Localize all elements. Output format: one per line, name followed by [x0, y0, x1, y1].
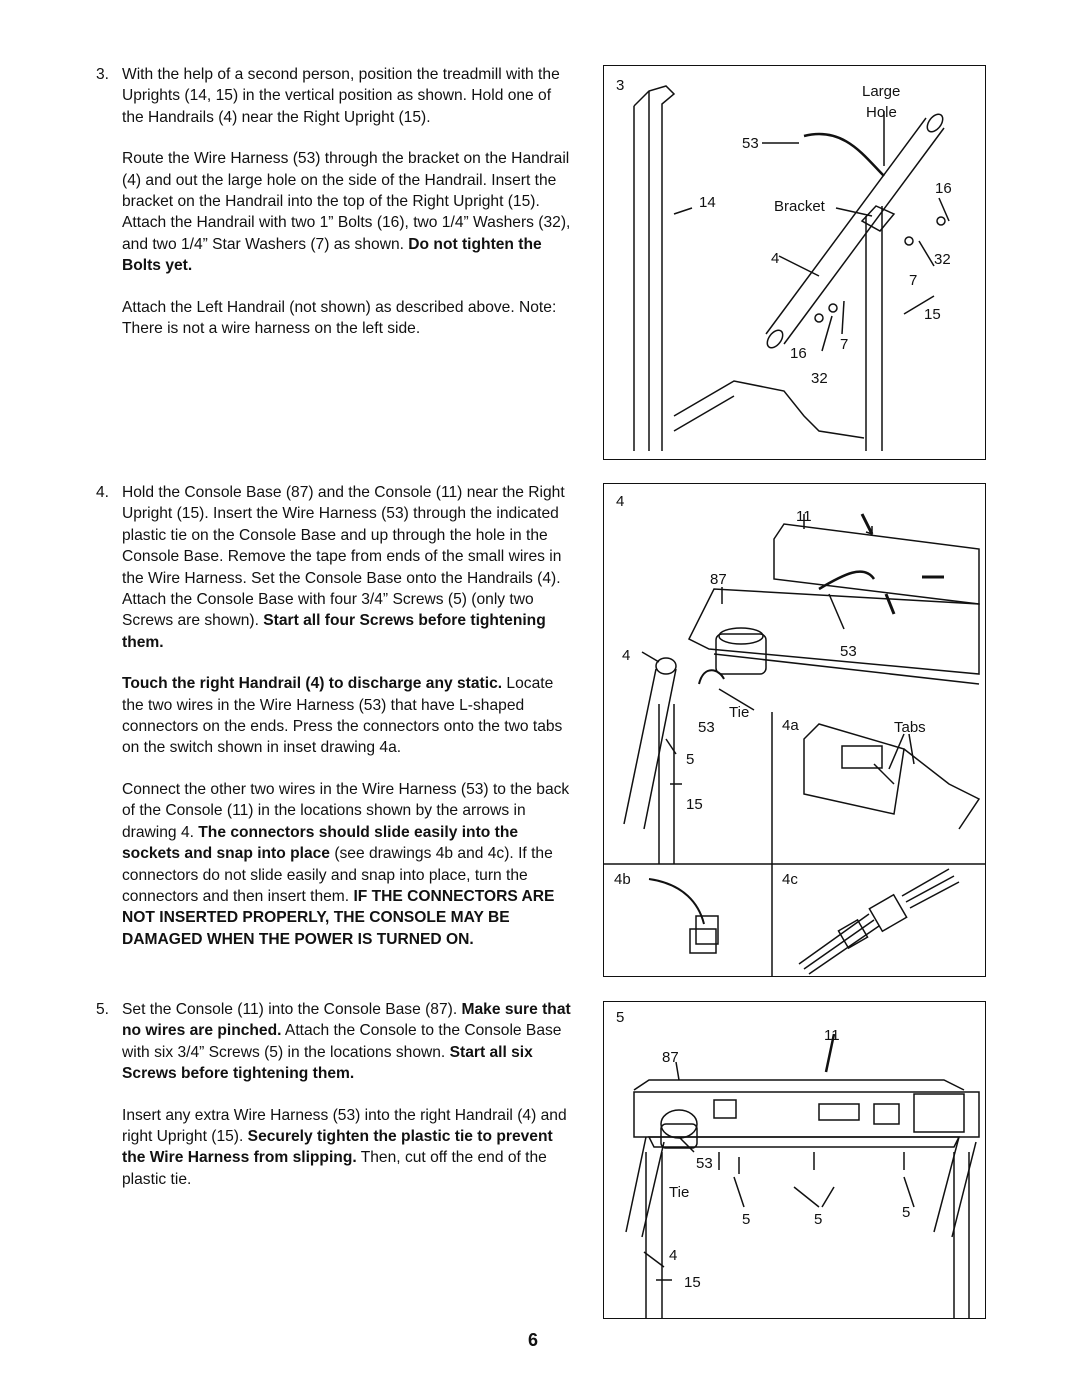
- label-16-bottom: 16: [790, 345, 807, 362]
- label-15: 15: [686, 796, 703, 813]
- label-hole: Hole: [866, 104, 897, 121]
- label-4: 4: [771, 250, 779, 267]
- inset-4c-number: 4c: [782, 871, 798, 888]
- label-5-left: 5: [742, 1211, 750, 1228]
- step-3-paragraph-1: With the help of a second person, positi…: [122, 66, 560, 126]
- label-16-top: 16: [935, 180, 952, 197]
- label-15: 15: [684, 1274, 701, 1291]
- inset-4b-number: 4b: [614, 871, 631, 888]
- label-tie: Tie: [669, 1184, 689, 1201]
- page-number: 6: [528, 1330, 539, 1350]
- label-32-top: 32: [934, 251, 951, 268]
- label-15: 15: [924, 306, 941, 323]
- inset-4a-number: 4a: [782, 717, 799, 734]
- label-tie: Tie: [729, 704, 749, 721]
- label-4: 4: [622, 647, 630, 664]
- label-5: 5: [686, 751, 694, 768]
- label-4: 4: [669, 1247, 677, 1264]
- step-4: 4. Hold the Console Base (87) and the Co…: [96, 482, 571, 970]
- label-53: 53: [696, 1155, 713, 1172]
- label-11: 11: [824, 1027, 840, 1044]
- label-53-left: 53: [698, 719, 715, 736]
- figure-5-number: 5: [616, 1009, 624, 1026]
- label-87: 87: [662, 1049, 679, 1066]
- label-32-bottom: 32: [811, 370, 828, 387]
- label-large: Large: [862, 83, 900, 100]
- figure-4-drawing: 4 11 87 4 53 Tie 53 5 15 4a Tabs 4b 4c: [604, 493, 985, 976]
- label-14: 14: [699, 194, 716, 211]
- step-5: 5. Set the Console (11) into the Console…: [96, 999, 571, 1210]
- step-number: 5.: [96, 1001, 110, 1018]
- label-5-right: 5: [902, 1204, 910, 1221]
- step-5-paragraph-2: Insert any extra Wire Harness (53) into …: [122, 1106, 567, 1188]
- figure-3-drawing: 3 Large Hole 53 14 Bracket 16 4 32 7 15 …: [616, 77, 952, 451]
- step-number: 3.: [96, 66, 110, 83]
- label-7-bottom: 7: [840, 336, 848, 353]
- step-3-paragraph-2: Route the Wire Harness (53) through the …: [122, 150, 571, 275]
- step-4-paragraph-3: Connect the other two wires in the Wire …: [122, 780, 570, 948]
- label-53: 53: [742, 135, 759, 152]
- label-bracket: Bracket: [774, 198, 826, 215]
- step-number: 4.: [96, 484, 110, 501]
- label-tabs: Tabs: [894, 719, 926, 736]
- step-4-paragraph-1: Hold the Console Base (87) and the Conso…: [122, 484, 565, 651]
- label-11: 11: [796, 508, 812, 525]
- label-5-middle: 5: [814, 1211, 822, 1228]
- label-87: 87: [710, 571, 727, 588]
- step-3: 3. With the help of a second person, pos…: [96, 64, 571, 359]
- step-4-paragraph-2: Touch the right Handrail (4) to discharg…: [122, 675, 563, 757]
- figure-5-drawing: 5 11 87 53 Tie 5 5 5 4 15: [616, 1009, 980, 1318]
- step-3-paragraph-3: Attach the Left Handrail (not shown) as …: [122, 298, 557, 338]
- figure-5: 5 11 87 53 Tie 5 5 5 4 15: [603, 1001, 986, 1319]
- figure-3: 3 Large Hole 53 14 Bracket 16 4 32 7 15 …: [603, 65, 986, 460]
- figure-4: 4 11 87 4 53 Tie 53 5 15 4a Tabs 4b 4c: [603, 483, 986, 977]
- figure-4-number: 4: [616, 493, 624, 510]
- figure-3-number: 3: [616, 77, 624, 94]
- label-7-top: 7: [909, 272, 917, 289]
- step-5-paragraph-1: Set the Console (11) into the Console Ba…: [122, 1001, 571, 1083]
- label-53-right: 53: [840, 643, 857, 660]
